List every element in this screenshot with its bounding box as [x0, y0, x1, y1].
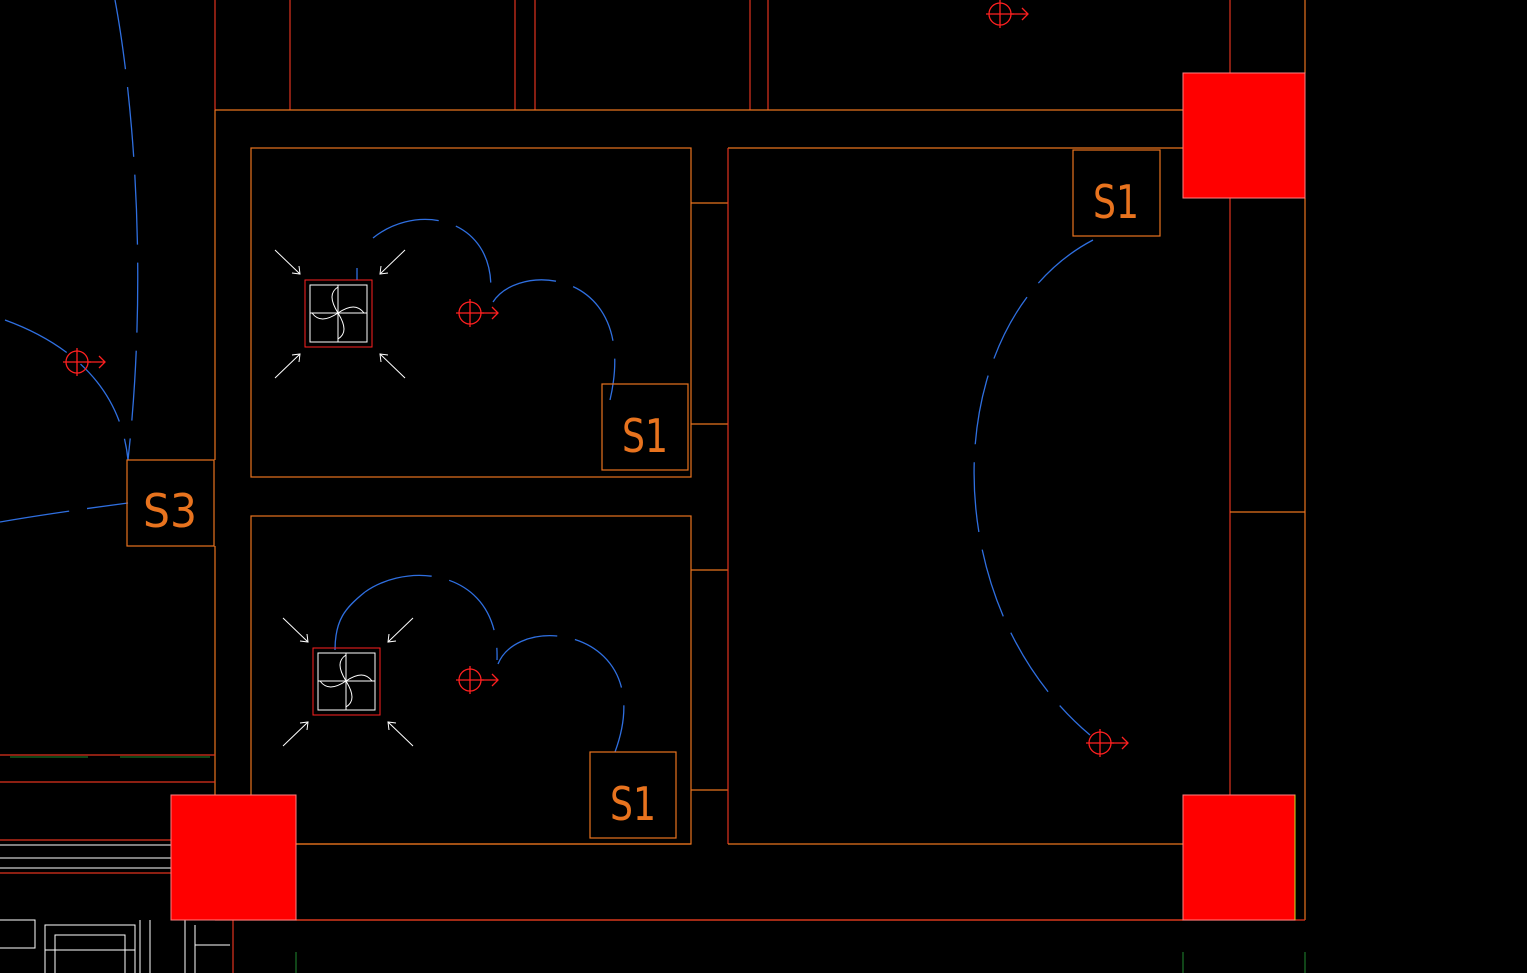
switch-label-s3: S3 [143, 484, 197, 538]
green-reference-lines [10, 756, 1306, 973]
ceiling-lights [63, 0, 1129, 757]
structural-columns [170, 72, 1306, 921]
wiring [0, 0, 1094, 753]
wire-left-horizontal [0, 502, 129, 523]
switch-box-s3 [126, 459, 215, 547]
column-top-right [1182, 72, 1306, 199]
switch-label-s1-upper: S1 [622, 409, 668, 463]
wire-left-light [4, 319, 129, 461]
ceiling-light-icon [63, 348, 106, 376]
ceiling-light-icon [1086, 729, 1129, 757]
switch-label-s1-lower: S1 [610, 777, 656, 831]
ceiling-light-icon [986, 0, 1029, 28]
grating-detail [0, 844, 230, 973]
switch-box-s1-upper [601, 383, 689, 471]
wire-lower-fan [334, 591, 366, 651]
switch-box-s1-lower [589, 751, 677, 839]
wire-upper-switch [492, 279, 616, 401]
ceiling-light-icon [456, 299, 499, 327]
exhaust-fan-icon [282, 617, 414, 747]
wire-upper-fan-light [372, 218, 492, 301]
switches [126, 149, 1161, 839]
wire-big-room [973, 239, 1094, 736]
wire-lower-switch [497, 635, 625, 753]
column-bottom-left [170, 794, 297, 921]
switch-label-s1-top-right: S1 [1093, 175, 1139, 229]
column-bottom-right [1182, 794, 1296, 921]
switch-labels: S3 S1 S1 S1 [143, 175, 1139, 831]
switch-box-s1-top-right [1072, 149, 1161, 237]
wire-left-vertical [114, 0, 139, 461]
ceiling-light-icon [456, 666, 499, 694]
walls [0, 0, 1306, 973]
wire-lower-fan-light [364, 574, 498, 661]
exhaust-fan-icon [274, 249, 406, 379]
